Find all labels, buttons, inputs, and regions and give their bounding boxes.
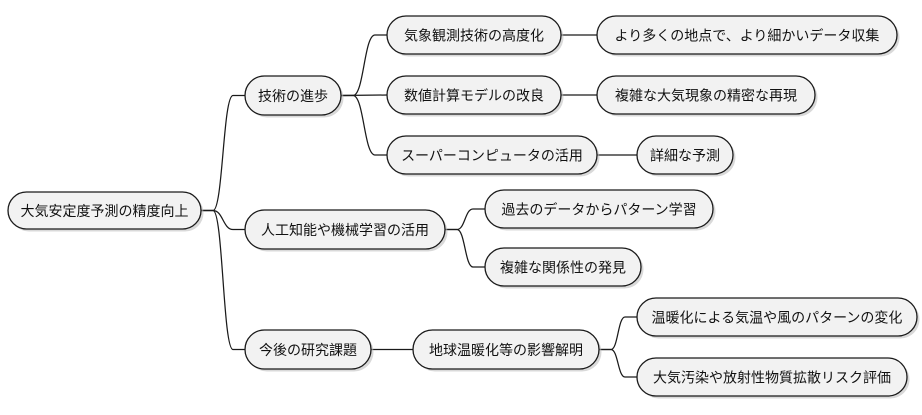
edge-b1-to-b1c3 (340, 94, 388, 156)
node-root[interactable]: 大気安定度予測の精度向上 (7, 191, 204, 232)
node-label-b1c1: 気象観測技術の高度化 (404, 28, 544, 44)
node-b1c3l1[interactable]: 詳細な予測 (636, 135, 736, 177)
node-label-b3c1l2: 大気汚染や放射性物質拡散リスク評価 (653, 370, 891, 386)
node-b3[interactable]: 今後の研究課題 (244, 329, 374, 372)
node-b1[interactable]: 技術の進歩 (244, 75, 344, 118)
node-label-b3c1l1: 温暖化による気温や風のパターンの変化 (652, 310, 903, 326)
node-box-b3c1[interactable] (412, 329, 600, 370)
edge-root-to-b3 (200, 209, 246, 351)
node-box-b3c1l2[interactable] (636, 357, 908, 397)
node-box-root[interactable] (7, 191, 202, 230)
node-label-b1c1l1: より多くの地点で、より細かいデータ収集 (615, 28, 880, 44)
node-label-b2c2: 複雑な関係性の発見 (500, 260, 626, 276)
node-b3c1l2[interactable]: 大気汚染や放射性物質拡散リスク評価 (636, 357, 910, 399)
node-box-b2c2[interactable] (484, 247, 642, 287)
node-label-b3c1: 地球温暖化等の影響解明 (429, 342, 583, 358)
node-box-b1c2[interactable] (386, 75, 562, 115)
edge-b2-to-b2c1 (444, 208, 486, 231)
edge-b2-to-b2c2 (444, 228, 486, 268)
node-b1c2l1[interactable]: 複雑な大気現象の精密な再現 (596, 75, 818, 117)
edge-b1-to-b1c1 (340, 34, 388, 97)
node-box-b1c1l1[interactable] (596, 15, 898, 55)
node-b1c3[interactable]: スーパーコンピュータの活用 (386, 135, 600, 177)
node-label-b1c2: 数値計算モデルの改良 (404, 88, 544, 104)
node-b2c1[interactable]: 過去のデータからパターン学習 (484, 189, 716, 231)
node-box-b3[interactable] (244, 329, 372, 370)
node-label-b2: 人工知能や機械学習の活用 (261, 222, 429, 238)
node-b2[interactable]: 人工知能や機械学習の活用 (244, 209, 448, 252)
node-label-b1c3: スーパーコンピュータの活用 (401, 148, 583, 164)
node-box-b1[interactable] (244, 75, 342, 116)
edge-b3c1-to-b3c1l2 (598, 348, 638, 378)
node-box-b3c1l1[interactable] (636, 297, 918, 337)
node-label-b2c1: 過去のデータからパターン学習 (501, 202, 696, 218)
node-label-b3: 今後の研究課題 (259, 342, 357, 358)
node-b2c2[interactable]: 複雑な関係性の発見 (484, 247, 644, 289)
edge-root-to-b2 (200, 209, 246, 231)
node-b3c1[interactable]: 地球温暖化等の影響解明 (412, 329, 602, 372)
node-box-b1c1[interactable] (386, 15, 562, 55)
node-layer: 大気安定度予測の精度向上 技術の進歩 気象観測技術の高度化 より多くの地点で、より細か… (7, 15, 920, 399)
node-b1c2[interactable]: 数値計算モデルの改良 (386, 75, 564, 117)
node-box-b2[interactable] (244, 209, 446, 250)
edge-layer (200, 34, 638, 378)
node-box-b2c1[interactable] (484, 189, 714, 229)
node-box-b1c3l1[interactable] (636, 135, 734, 175)
node-label-root: 大気安定度予測の精度向上 (21, 203, 189, 219)
node-b1c1[interactable]: 気象観測技術の高度化 (386, 15, 564, 57)
node-label-b1: 技術の進歩 (258, 88, 328, 104)
node-box-b1c2l1[interactable] (596, 75, 816, 115)
edge-b3c1-to-b3c1l1 (598, 316, 638, 351)
node-box-b1c3[interactable] (386, 135, 598, 175)
node-label-b1c3l1: 詳細な予測 (650, 148, 720, 164)
node-b3c1l1[interactable]: 温暖化による気温や風のパターンの変化 (636, 297, 920, 339)
edge-root-to-b1 (200, 94, 246, 212)
node-label-b1c2l1: 複雑な大気現象の精密な再現 (615, 88, 797, 104)
node-b1c1l1[interactable]: より多くの地点で、より細かいデータ収集 (596, 15, 900, 57)
